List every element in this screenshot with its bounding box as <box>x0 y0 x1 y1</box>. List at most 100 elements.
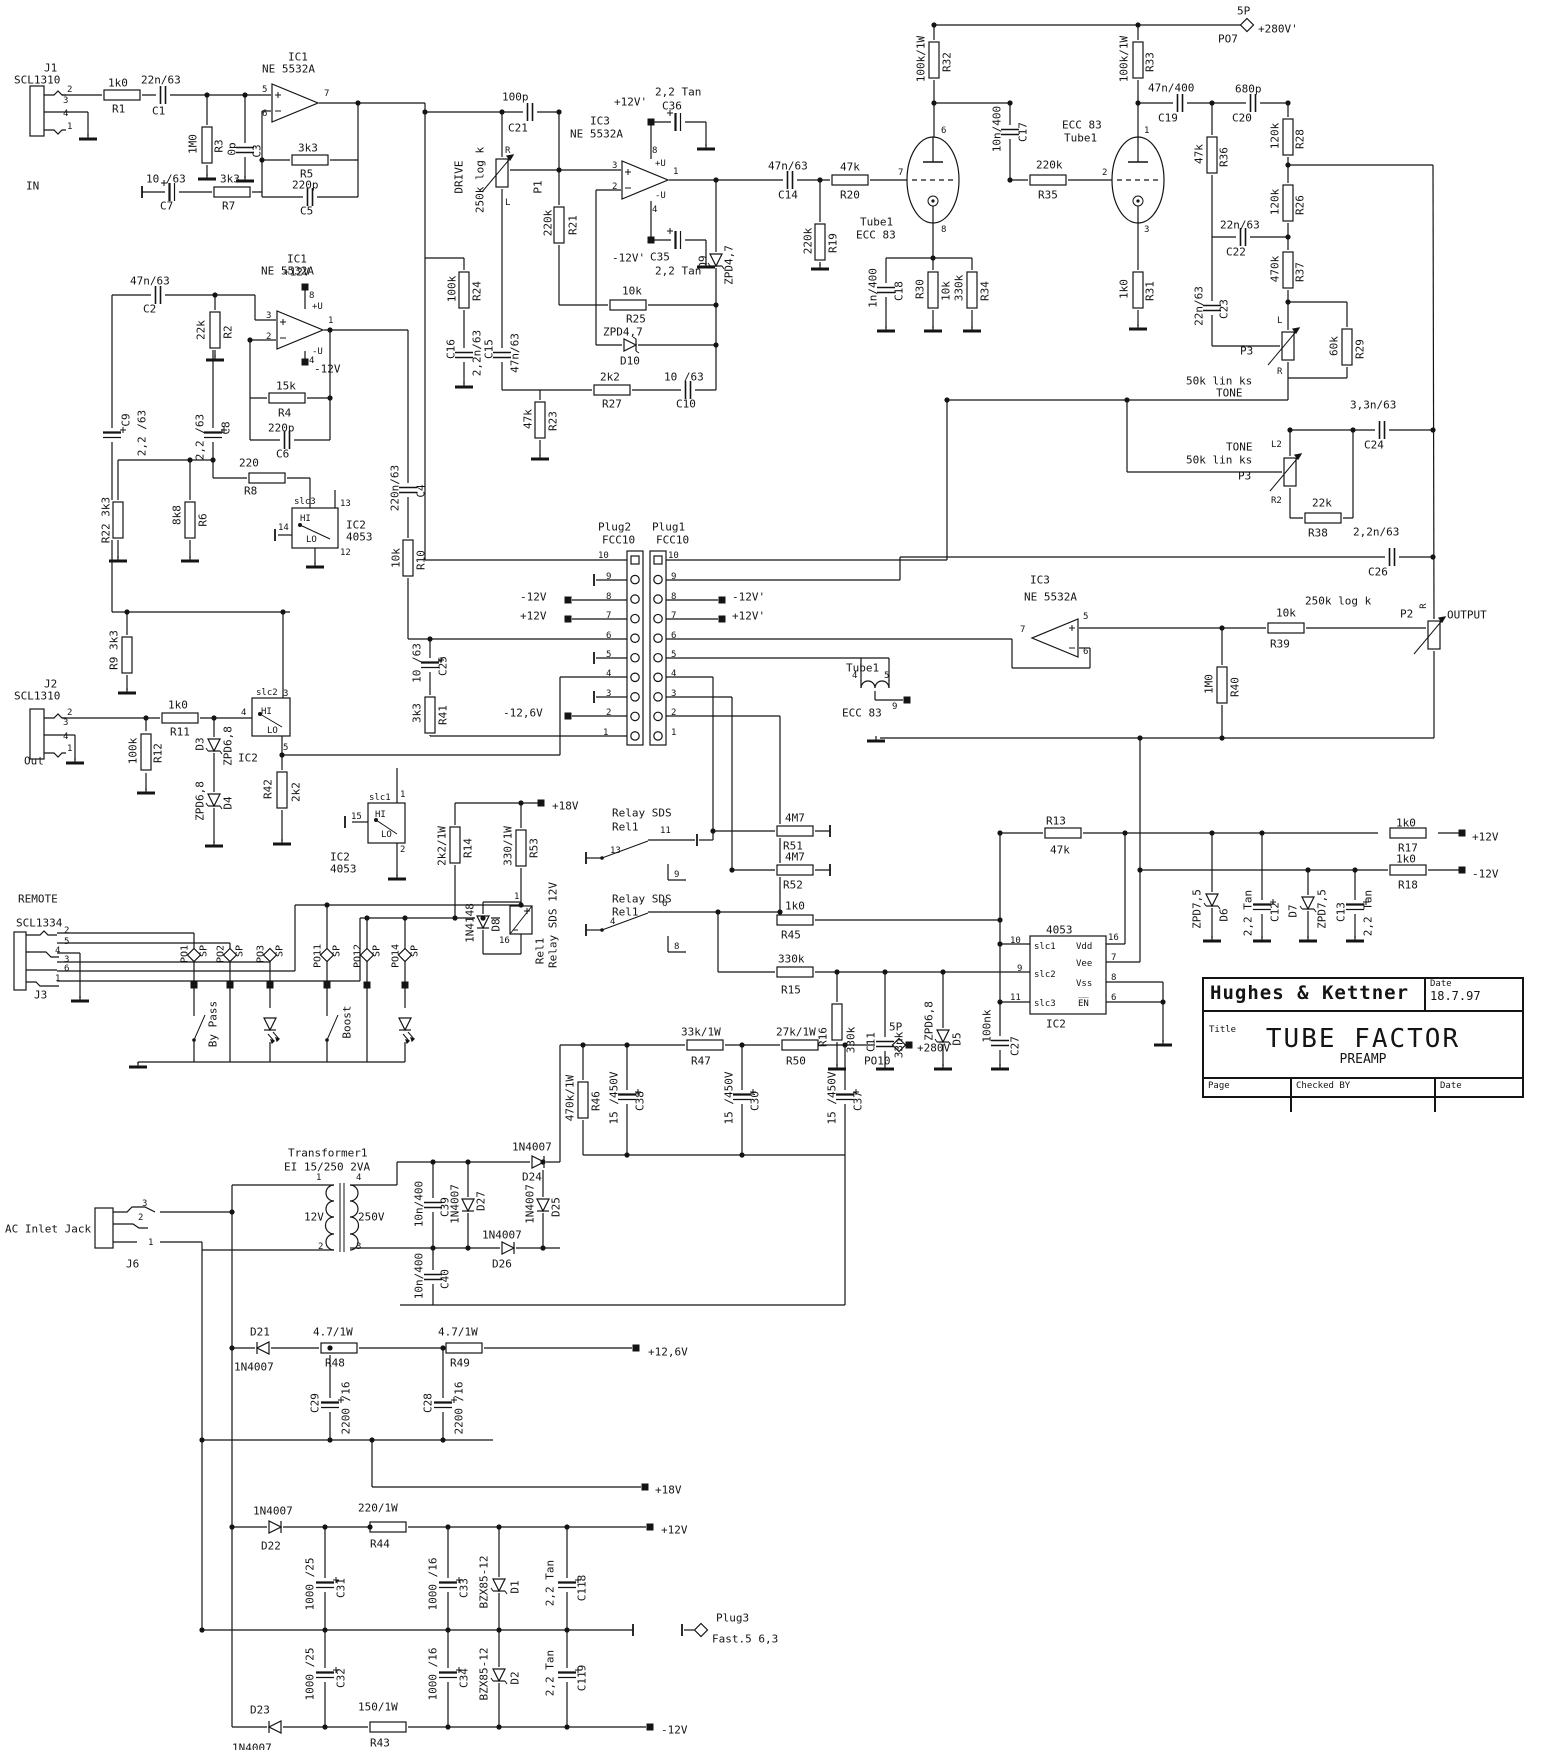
label-4053: 4053 <box>346 531 373 544</box>
label-Boost: Boost <box>341 1005 354 1038</box>
R8 <box>247 471 287 485</box>
junction-dot <box>199 1437 205 1443</box>
led-2 <box>398 1017 416 1045</box>
junction-dot <box>1430 427 1436 433</box>
label-TONE: TONE <box>1216 387 1243 400</box>
label-12: 12 <box>340 548 351 558</box>
terminal-square <box>301 283 309 291</box>
PO11 <box>319 947 335 963</box>
junction-dot <box>427 636 433 642</box>
terminal-square <box>1458 829 1466 837</box>
C37 <box>835 1089 859 1104</box>
R4 <box>267 391 307 405</box>
terminal-square <box>647 118 655 126</box>
junction-dot <box>422 109 428 115</box>
date-label: Date <box>1430 979 1452 989</box>
label-22n63: 22n/63 <box>1193 286 1206 326</box>
terminal-square <box>564 712 572 720</box>
label-P3: P3 <box>1240 345 1253 358</box>
label-1: 1 <box>671 728 676 738</box>
R16 <box>830 1002 844 1042</box>
label-22n63: 22n/63 <box>1220 219 1260 232</box>
R11 <box>160 711 200 725</box>
label-C23: C23 <box>1218 299 1231 319</box>
label-1N4007: 1N4007 <box>512 1141 552 1154</box>
label-HI: HI <box>261 707 272 717</box>
junction-dot <box>713 342 719 348</box>
label-LO: LO <box>381 830 392 840</box>
label-10: 10 <box>598 551 609 561</box>
C12 <box>1252 899 1276 914</box>
label-SCL1310: SCL1310 <box>14 690 60 703</box>
R18 <box>1388 863 1428 877</box>
junction-dot <box>229 1524 235 1530</box>
junction-dot <box>327 1437 333 1443</box>
label-2: 2 <box>67 85 72 95</box>
R29 <box>1340 327 1354 367</box>
label-R93k3: R9 3k3 <box>108 630 121 670</box>
C3 <box>235 143 255 157</box>
label-P3: P3 <box>1238 470 1251 483</box>
junction-dot <box>402 915 408 921</box>
Rel1-coil <box>509 905 533 935</box>
label-D9: D9 <box>697 255 710 268</box>
checked-by-label: Checked BY <box>1290 1079 1434 1112</box>
label-C12: C12 <box>1269 902 1282 922</box>
label-1n400: 1n/400 <box>867 268 880 308</box>
junction-dot <box>1137 735 1143 741</box>
label-R21: R21 <box>567 215 580 235</box>
label-220k: 220k <box>542 209 555 236</box>
label-1M0: 1M0 <box>187 134 200 154</box>
label-4053: 4053 <box>330 863 357 876</box>
label-3: 3 <box>606 689 611 699</box>
relay-contact-2 <box>600 912 649 932</box>
label-R10: R10 <box>415 550 428 570</box>
label-100025: 1000 /25 <box>304 1648 317 1701</box>
label-1k0: 1k0 <box>168 699 188 712</box>
label-R17: R17 <box>1398 842 1418 855</box>
label-C11: C11 <box>865 1032 878 1052</box>
label-4: 4 <box>852 671 857 681</box>
junction-dot <box>327 327 333 333</box>
junction-dot <box>369 1437 375 1443</box>
label-Plug3: Plug3 <box>716 1612 749 1625</box>
C40 <box>423 1270 443 1284</box>
junction-dot <box>540 1159 546 1165</box>
label-22Tan: 2,2 Tan <box>544 1560 557 1606</box>
label-C1: C1 <box>152 105 165 118</box>
label-R20: R20 <box>840 189 860 202</box>
label-1: 1 <box>316 1173 321 1183</box>
D23 <box>267 1719 283 1735</box>
label-Rel1: Rel1 <box>612 906 639 919</box>
R25 <box>608 298 648 312</box>
label-22Tan: 2,2 Tan <box>1242 890 1255 936</box>
label-1063: 10 /63 <box>664 371 704 384</box>
junction-dot <box>1160 999 1166 1005</box>
title-block-row2: Title TUBE FACTOR PREAMP <box>1204 1024 1522 1079</box>
label-ACInletJack: AC Inlet Jack <box>5 1223 91 1236</box>
label-+280V': +280V' <box>1258 23 1298 36</box>
label-R6: R6 <box>197 513 210 526</box>
label-13: 13 <box>610 846 621 856</box>
C13 <box>1345 899 1369 914</box>
C24 <box>1375 420 1389 440</box>
R28 <box>1281 117 1295 157</box>
label-RelaySDS: Relay SDS <box>612 893 672 906</box>
junction-dot <box>997 999 1003 1005</box>
label-ECC83: ECC 83 <box>856 229 896 242</box>
junction-dot <box>930 255 936 261</box>
label-22k: 22k <box>1312 497 1332 510</box>
label-3: 3 <box>612 161 617 171</box>
junction-dot <box>229 1345 235 1351</box>
C1 <box>156 85 170 105</box>
label-9: 9 <box>1017 964 1022 974</box>
label-33k1W: 33k/1W <box>681 1026 721 1039</box>
label-8: 8 <box>309 291 314 301</box>
label-6: 6 <box>941 126 946 136</box>
terminal-square <box>323 981 331 989</box>
label-7: 7 <box>324 89 329 99</box>
title-label: Title <box>1209 1025 1237 1035</box>
label-1N4148: 1N4148 <box>464 903 477 943</box>
label-1N4007: 1N4007 <box>234 1361 274 1374</box>
label-4: 4 <box>63 732 68 742</box>
